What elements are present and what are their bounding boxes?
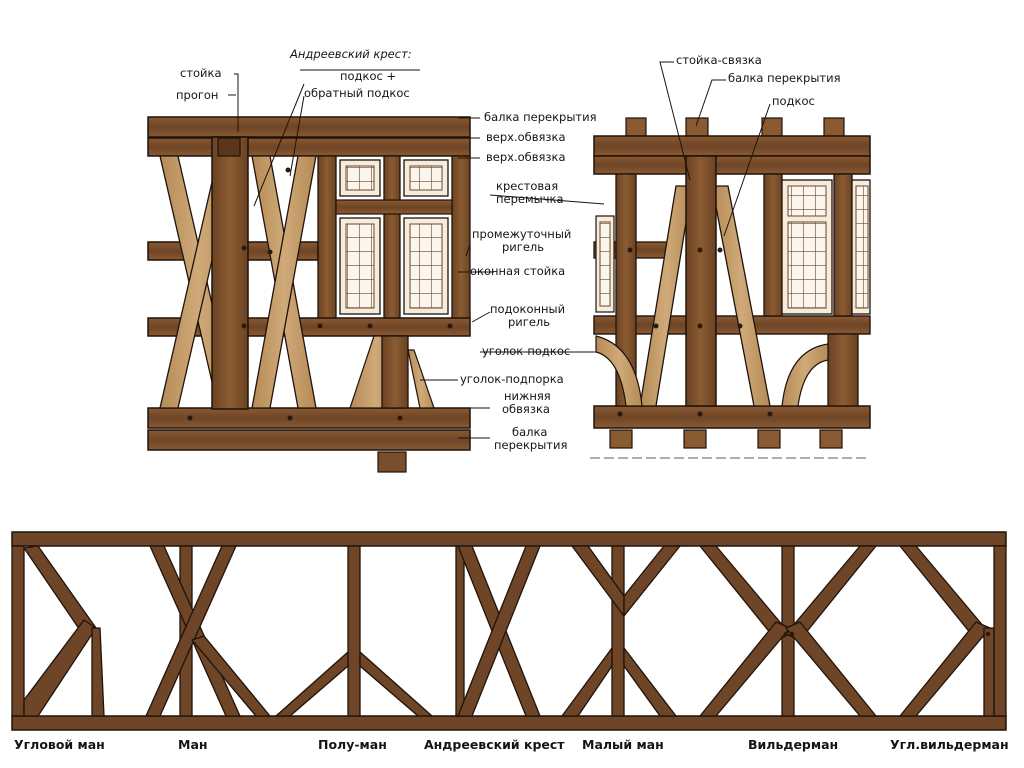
label-krestovaya-1: крестовая	[496, 179, 558, 193]
label-progon: прогон	[176, 88, 218, 102]
label-nizhnyaya-1: нижняя	[504, 389, 551, 403]
label-stoika: стойка	[180, 66, 222, 80]
label-podokonny-2: ригель	[508, 315, 550, 329]
label-balka-bottom-1: балка	[512, 425, 547, 439]
leader-lines	[228, 61, 771, 439]
label-ugolok-podkos: уголок-подкос	[482, 344, 570, 358]
truss-label-man: Ман	[178, 737, 208, 752]
label-verkh-obvyazka-1: верх.обвязка	[486, 130, 566, 144]
label-podokonny-1: подоконный	[490, 302, 565, 316]
left-wall-section	[147, 116, 471, 473]
truss-label-polu-man: Полу-ман	[318, 737, 387, 752]
truss-label-vilderman: Вильдерман	[748, 737, 838, 752]
label-balka-perekrytiya-top: балка перекрытия	[484, 110, 597, 124]
label-ugolok-podporka: уголок-подпорка	[460, 372, 564, 386]
truss-types-strip	[11, 531, 1007, 731]
truss-label-maly-man: Малый ман	[582, 737, 664, 752]
label-promezh-2: ригель	[502, 240, 544, 254]
label-podkos-plus: подкос +	[340, 69, 396, 83]
truss-type-labels: Угловой ман Ман Полу-ман Андреевский кре…	[14, 737, 1009, 752]
label-krestovaya-2: перемычка	[496, 192, 564, 206]
label-andreevsky-title: Андреевский крест:	[289, 47, 412, 61]
label-stoika-svyazka: стойка-связка	[676, 53, 762, 67]
label-balka-perekrytiya-right: балка перекрытия	[728, 71, 841, 85]
truss-label-ugl-vilderman: Угл.вильдерман	[890, 737, 1009, 752]
wall-labels: стойка прогон Андреевский крест: подкос …	[176, 47, 841, 452]
label-nizhnyaya-2: обвязка	[502, 402, 550, 416]
label-okonnaya-stoika: оконная стойка	[470, 264, 565, 278]
truss-label-andreevsky-krest: Андреевский крест	[424, 737, 565, 752]
label-verkh-obvyazka-2: верх.обвязка	[486, 150, 566, 164]
label-promezh-1: промежуточный	[472, 227, 571, 241]
label-balka-bottom-2: перекрытия	[494, 438, 567, 452]
label-podkos: подкос	[772, 94, 815, 108]
label-obratny-podkos: обратный подкос	[304, 86, 410, 100]
truss-label-uglovoy-man: Угловой ман	[14, 737, 105, 752]
left-windows	[339, 159, 449, 315]
right-wall-section	[590, 117, 871, 459]
